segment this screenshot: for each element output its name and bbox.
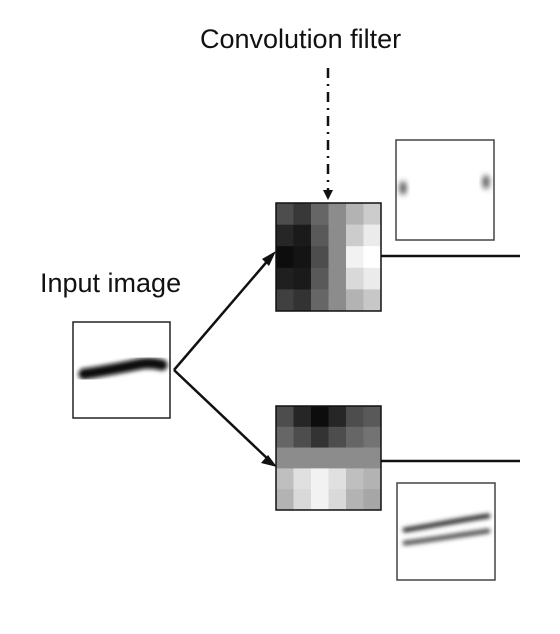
feature-map-bottom-lower-stroke	[402, 528, 491, 546]
filter-cell	[293, 267, 312, 290]
filter-cell	[363, 203, 382, 225]
filter-cell	[328, 289, 347, 312]
filter-cell	[276, 426, 294, 448]
filter-cell	[311, 203, 329, 225]
filter-cell	[363, 468, 382, 490]
filter-cell	[346, 426, 364, 448]
filter-cell	[363, 246, 382, 269]
filter-cell	[311, 224, 329, 247]
filter-cell	[311, 406, 329, 428]
filter-cell	[311, 489, 329, 511]
input-stroke-glyph	[78, 357, 168, 380]
filter-cell	[328, 246, 347, 269]
filter-cell	[363, 289, 382, 312]
filter-cell	[293, 203, 312, 225]
feature-map-bottom	[396, 482, 496, 581]
filter-cell	[346, 289, 364, 312]
filter-cell	[346, 203, 364, 225]
filter-cell	[293, 246, 312, 269]
filter-cell	[293, 447, 312, 469]
filter-cell	[363, 224, 382, 247]
filter-cell	[328, 426, 347, 448]
filter-cell	[363, 447, 382, 469]
filter-cell	[328, 447, 347, 469]
filter-grid-vertical	[275, 202, 382, 312]
input-image-label: Input image	[40, 268, 182, 298]
feature-map-top	[395, 139, 495, 241]
filter-cell	[346, 447, 364, 469]
filter-cell	[276, 267, 294, 290]
filter-cell	[311, 289, 329, 312]
filter-cell	[311, 246, 329, 269]
arrowhead-top-filter	[262, 251, 276, 266]
filter-grid-border	[275, 405, 382, 511]
filter-cell	[276, 203, 294, 225]
feature-map-bottom-upper-stroke	[402, 513, 491, 533]
arrow-to-bottom-filter	[173, 369, 271, 462]
arrow-to-top-filter	[173, 257, 271, 371]
filter-cell	[276, 246, 294, 269]
filter-cell	[293, 224, 312, 247]
filter-cell	[276, 224, 294, 247]
filter-cell	[293, 406, 312, 428]
filter-cell	[363, 406, 382, 428]
filter-cell	[346, 406, 364, 428]
filter-pointer-arrowhead	[323, 190, 333, 200]
filter-cell	[363, 426, 382, 448]
filter-cell	[346, 468, 364, 490]
filter-cell	[328, 203, 347, 225]
filter-cell	[276, 489, 294, 511]
filter-cell	[311, 468, 329, 490]
filter-cell	[328, 468, 347, 490]
convolution-filter-label: Convolution filter	[200, 24, 402, 54]
filter-cell	[293, 489, 312, 511]
filter-cell	[328, 224, 347, 247]
arrowhead-bottom-filter	[261, 455, 277, 467]
filter-cell	[346, 267, 364, 290]
filter-cell	[293, 289, 312, 312]
filter-cell	[363, 489, 382, 511]
filter-cell	[293, 426, 312, 448]
filter-cell	[328, 406, 347, 428]
filter-cell	[311, 267, 329, 290]
feature-map-top-right-blob	[482, 175, 490, 189]
feature-map-top-frame	[395, 139, 495, 241]
filter-cell	[363, 267, 382, 290]
feature-map-top-left-blob	[399, 181, 407, 195]
filter-cell	[346, 224, 364, 247]
filter-cell	[276, 289, 294, 312]
input-image	[72, 321, 171, 419]
filter-grid-horizontal	[275, 405, 382, 511]
filter-cell	[328, 489, 347, 511]
filter-cell	[311, 426, 329, 448]
filter-cell	[346, 246, 364, 269]
filter-cell	[276, 468, 294, 490]
filter-cell	[346, 489, 364, 511]
filter-cell	[328, 267, 347, 290]
filter-cell	[276, 447, 294, 469]
filter-cell	[311, 447, 329, 469]
filter-cell	[293, 468, 312, 490]
filter-cell	[276, 406, 294, 428]
